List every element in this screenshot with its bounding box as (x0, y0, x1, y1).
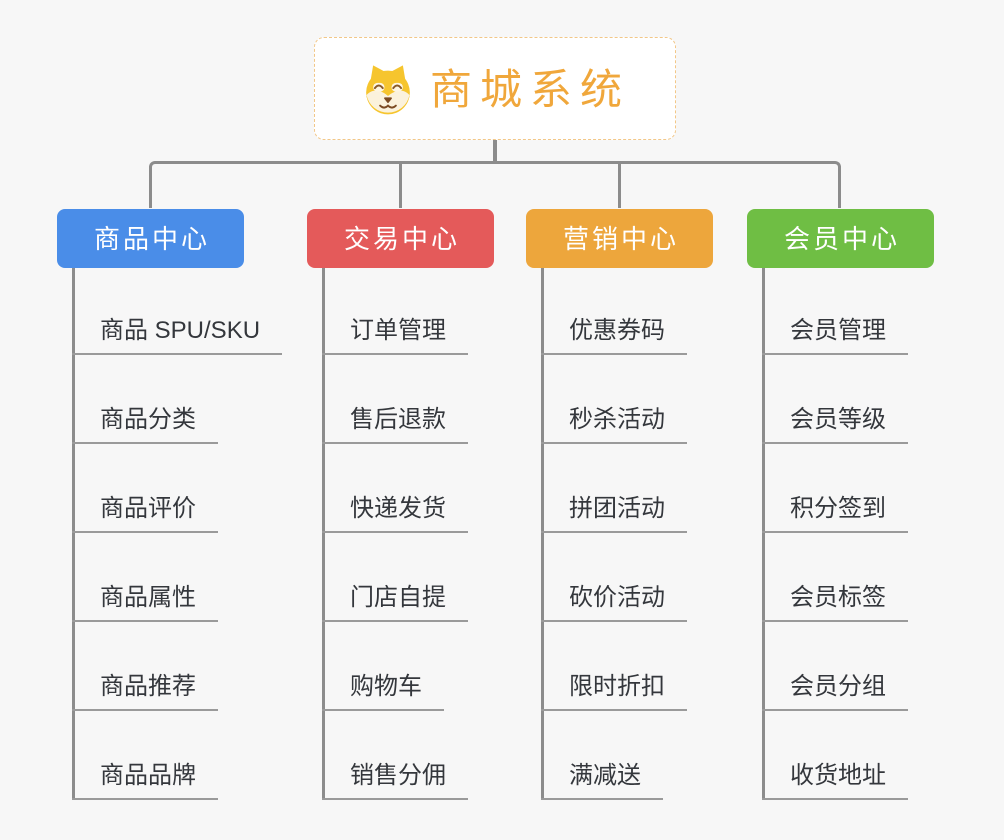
leaf-item[interactable]: 商品评价 (72, 493, 218, 533)
connector-drop-marketing (618, 161, 621, 208)
branch-node-marketing-center[interactable]: 营销中心 (526, 209, 713, 268)
branch-product-center: 商品中心 商品 SPU/SKU 商品分类 商品评价 商品属性 商品推荐 商品品牌 (57, 0, 287, 840)
leaf-item[interactable]: 购物车 (322, 671, 444, 711)
branch-node-member-center[interactable]: 会员中心 (747, 209, 934, 268)
leaf-item[interactable]: 会员标签 (762, 582, 908, 622)
root-title: 商城系统 (429, 65, 630, 113)
branch-label: 会员中心 (783, 223, 900, 254)
leaf-item[interactable]: 售后退款 (322, 404, 468, 444)
leaf-item[interactable]: 商品品牌 (72, 760, 218, 800)
connector-root-stub (493, 140, 497, 163)
branch-label: 交易中心 (343, 223, 460, 254)
leaf-item[interactable]: 满减送 (541, 760, 663, 800)
branch-marketing-center: 营销中心 优惠券码 秒杀活动 拼团活动 砍价活动 限时折扣 满减送 (526, 0, 756, 840)
leaf-item[interactable]: 门店自提 (322, 582, 468, 622)
leaf-item[interactable]: 收货地址 (762, 760, 908, 800)
branch-label: 商品中心 (93, 223, 210, 254)
connector-trunk (322, 268, 325, 800)
leaf-item[interactable]: 快递发货 (322, 493, 468, 533)
branch-node-trade-center[interactable]: 交易中心 (307, 209, 494, 268)
dog-face-icon (360, 61, 416, 117)
leaf-item[interactable]: 会员分组 (762, 671, 908, 711)
branch-trade-center: 交易中心 订单管理 售后退款 快递发货 门店自提 购物车 销售分佣 (307, 0, 537, 840)
leaf-item[interactable]: 限时折扣 (541, 671, 687, 711)
leaf-item[interactable]: 积分签到 (762, 493, 908, 533)
leaf-item[interactable]: 商品 SPU/SKU (72, 315, 283, 355)
leaf-item[interactable]: 销售分佣 (322, 760, 468, 800)
leaf-item[interactable]: 会员管理 (762, 315, 908, 355)
leaf-item[interactable]: 拼团活动 (541, 493, 687, 533)
branch-label: 营销中心 (562, 223, 679, 254)
branch-node-product-center[interactable]: 商品中心 (57, 209, 244, 268)
branch-member-center: 会员中心 会员管理 会员等级 积分签到 会员标签 会员分组 收货地址 (747, 0, 977, 840)
connector-drop-trade (399, 161, 402, 208)
connector-branch-rail (149, 161, 841, 208)
connector-trunk (762, 268, 765, 800)
root-node[interactable]: 商城系统 (314, 37, 676, 140)
leaf-item[interactable]: 优惠券码 (541, 315, 687, 355)
leaf-item[interactable]: 砍价活动 (541, 582, 687, 622)
leaf-item[interactable]: 订单管理 (322, 315, 468, 355)
connector-trunk (72, 268, 75, 800)
leaf-item[interactable]: 秒杀活动 (541, 404, 687, 444)
leaf-item[interactable]: 商品属性 (72, 582, 218, 622)
leaf-item[interactable]: 商品推荐 (72, 671, 218, 711)
connector-trunk (541, 268, 544, 800)
leaf-item[interactable]: 商品分类 (72, 404, 218, 444)
leaf-item[interactable]: 会员等级 (762, 404, 908, 444)
